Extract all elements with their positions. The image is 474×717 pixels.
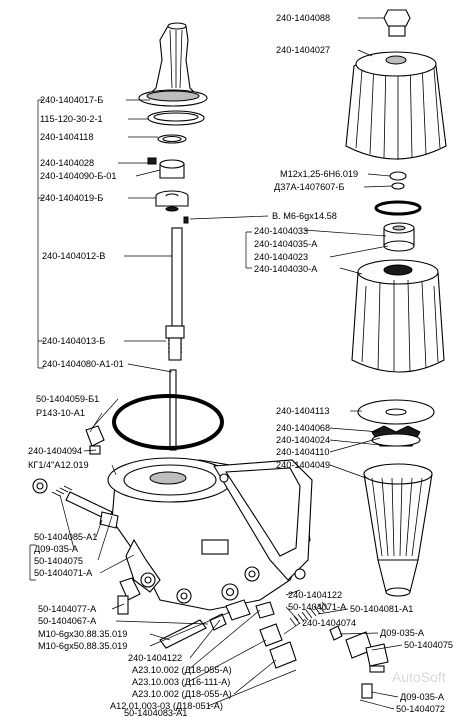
label-50-1404059-B1: 50-1404059-Б1 — [36, 394, 99, 404]
watermark: AutoSoft — [392, 669, 446, 685]
label-d09-035-a-bottom: Д09-035-А — [400, 692, 445, 702]
cone-filter — [363, 463, 433, 597]
filter-cover — [345, 51, 447, 160]
label-a12-01-003-03: А12.01.003-03 (Д18-051-А) — [110, 701, 223, 711]
label-a23-10-002-b: А23.10.002 (Д18-055-А) — [132, 689, 232, 699]
label-d09-035-a-left: Д09-035-А — [34, 544, 79, 554]
label-240-1404074: 240-1404074 — [302, 618, 356, 628]
left-bracket — [29, 99, 44, 581]
label-a23-10-002-a: А23.10.002 (Д18-055-А) — [132, 665, 232, 675]
label-240-1404024: 240-1404024 — [276, 435, 330, 445]
label-m12x1-25: М12х1,25-6Н6.019 — [280, 169, 358, 179]
label-240-1404080-A1-01: 240-1404080-А1-01 — [42, 359, 124, 369]
label-240-1404090-B-01: 240-1404090-Б-01 — [40, 171, 117, 181]
label-50-1404072: 50-1404072 — [396, 704, 445, 714]
label-kg14-a12-019: КГ1/4"А12.019 — [28, 460, 89, 470]
bottom-bolts — [159, 599, 297, 669]
leader-lines — [59, 17, 403, 710]
valve-spring — [289, 601, 389, 699]
filter-housing — [107, 457, 313, 611]
label-240-1404013-B: 240-1404013-Б — [42, 336, 105, 346]
label-r143-10-a1: Р143-10-А1 — [36, 408, 85, 418]
label-240-1404012-V: 240-1404012-В — [42, 251, 105, 261]
separator-disk — [357, 399, 435, 425]
label-m10-6gx30: М10-6gх30.88.35.019 — [38, 629, 127, 639]
label-240-1404027: 240-1404027 — [276, 45, 330, 55]
main-shaft — [165, 216, 189, 451]
label-50-1404075-left: 50-1404075 — [34, 556, 83, 566]
label-240-1404088: 240-1404088 — [276, 13, 330, 23]
label-50-1404067-A: 50-1404067-А — [38, 616, 97, 626]
label-240-1404122-bottom: 240-1404122 — [128, 653, 182, 663]
right-labels: 240-1404088 240-1404027 М12х1,25-6Н6.019… — [254, 13, 453, 714]
label-m10-6gx50: М10-6gх50.88.35.019 — [38, 641, 127, 651]
label-240-1404019-B: 240-1404019-Б — [40, 193, 103, 203]
label-240-1404049: 240-1404049 — [276, 460, 330, 470]
label-50-1404083-A1: 50-1404083-А1 — [124, 708, 187, 717]
label-d09-035-a-right: Д09-035-А — [380, 628, 425, 638]
cap-nut — [383, 9, 411, 37]
left-labels: 240-1404017-Б 115-120-30-2-1 240-1404118… — [28, 95, 232, 717]
label-240-1404030-A: 240-1404030-А — [254, 264, 318, 274]
label-50-1404085-A1: 50-1404085-А1 — [34, 532, 97, 542]
label-240-1404094: 240-1404094 — [28, 446, 82, 456]
label-50-1404077-A: 50-1404077-А — [38, 604, 97, 614]
label-240-1404122-right: 240-1404122 — [288, 590, 342, 600]
label-240-1404113: 240-1404113 — [276, 406, 329, 416]
label-240-1404017-B: 240-1404017-Б — [40, 95, 103, 105]
label-240-1404028: 240-1404028 — [40, 158, 94, 168]
label-50-1404071-A-right: 50-1404071-А — [288, 602, 347, 612]
o-ring-large — [112, 394, 224, 450]
label-a23-10-003: А23.10.003 (Д16-111-А) — [132, 677, 230, 687]
label-d37a-1407607-b: Д37А-1407607-Б — [274, 182, 345, 192]
star-plate — [371, 425, 421, 447]
label-50-1404075-right: 50-1404075 — [404, 640, 453, 650]
label-50-1404081-A1: 50-1404081-А1 — [350, 604, 413, 614]
label-240-1404068: 240-1404068 — [276, 423, 330, 433]
label-240-1404035-A: 240-1404035-А — [254, 239, 318, 249]
label-240-1404033: 240-1404033 — [254, 226, 308, 236]
label-240-1404110: 240-1404110 — [276, 447, 329, 457]
label-240-1404023: 240-1404023 — [254, 252, 308, 262]
rotor-body — [351, 259, 445, 373]
rotor-tower — [138, 22, 208, 144]
small-washer-group — [147, 157, 189, 212]
label-50-1404071-A-left: 50-1404071-А — [34, 568, 93, 578]
label-240-1404118: 240-1404118 — [40, 132, 93, 142]
label-v-m6-6gx14-58: В. М6-6gх14.58 — [272, 211, 337, 221]
ring-seal — [374, 200, 422, 216]
bearing — [383, 222, 415, 252]
center-nut — [389, 171, 407, 190]
label-115-120-30-2-1: 115-120-30-2-1 — [40, 114, 103, 124]
